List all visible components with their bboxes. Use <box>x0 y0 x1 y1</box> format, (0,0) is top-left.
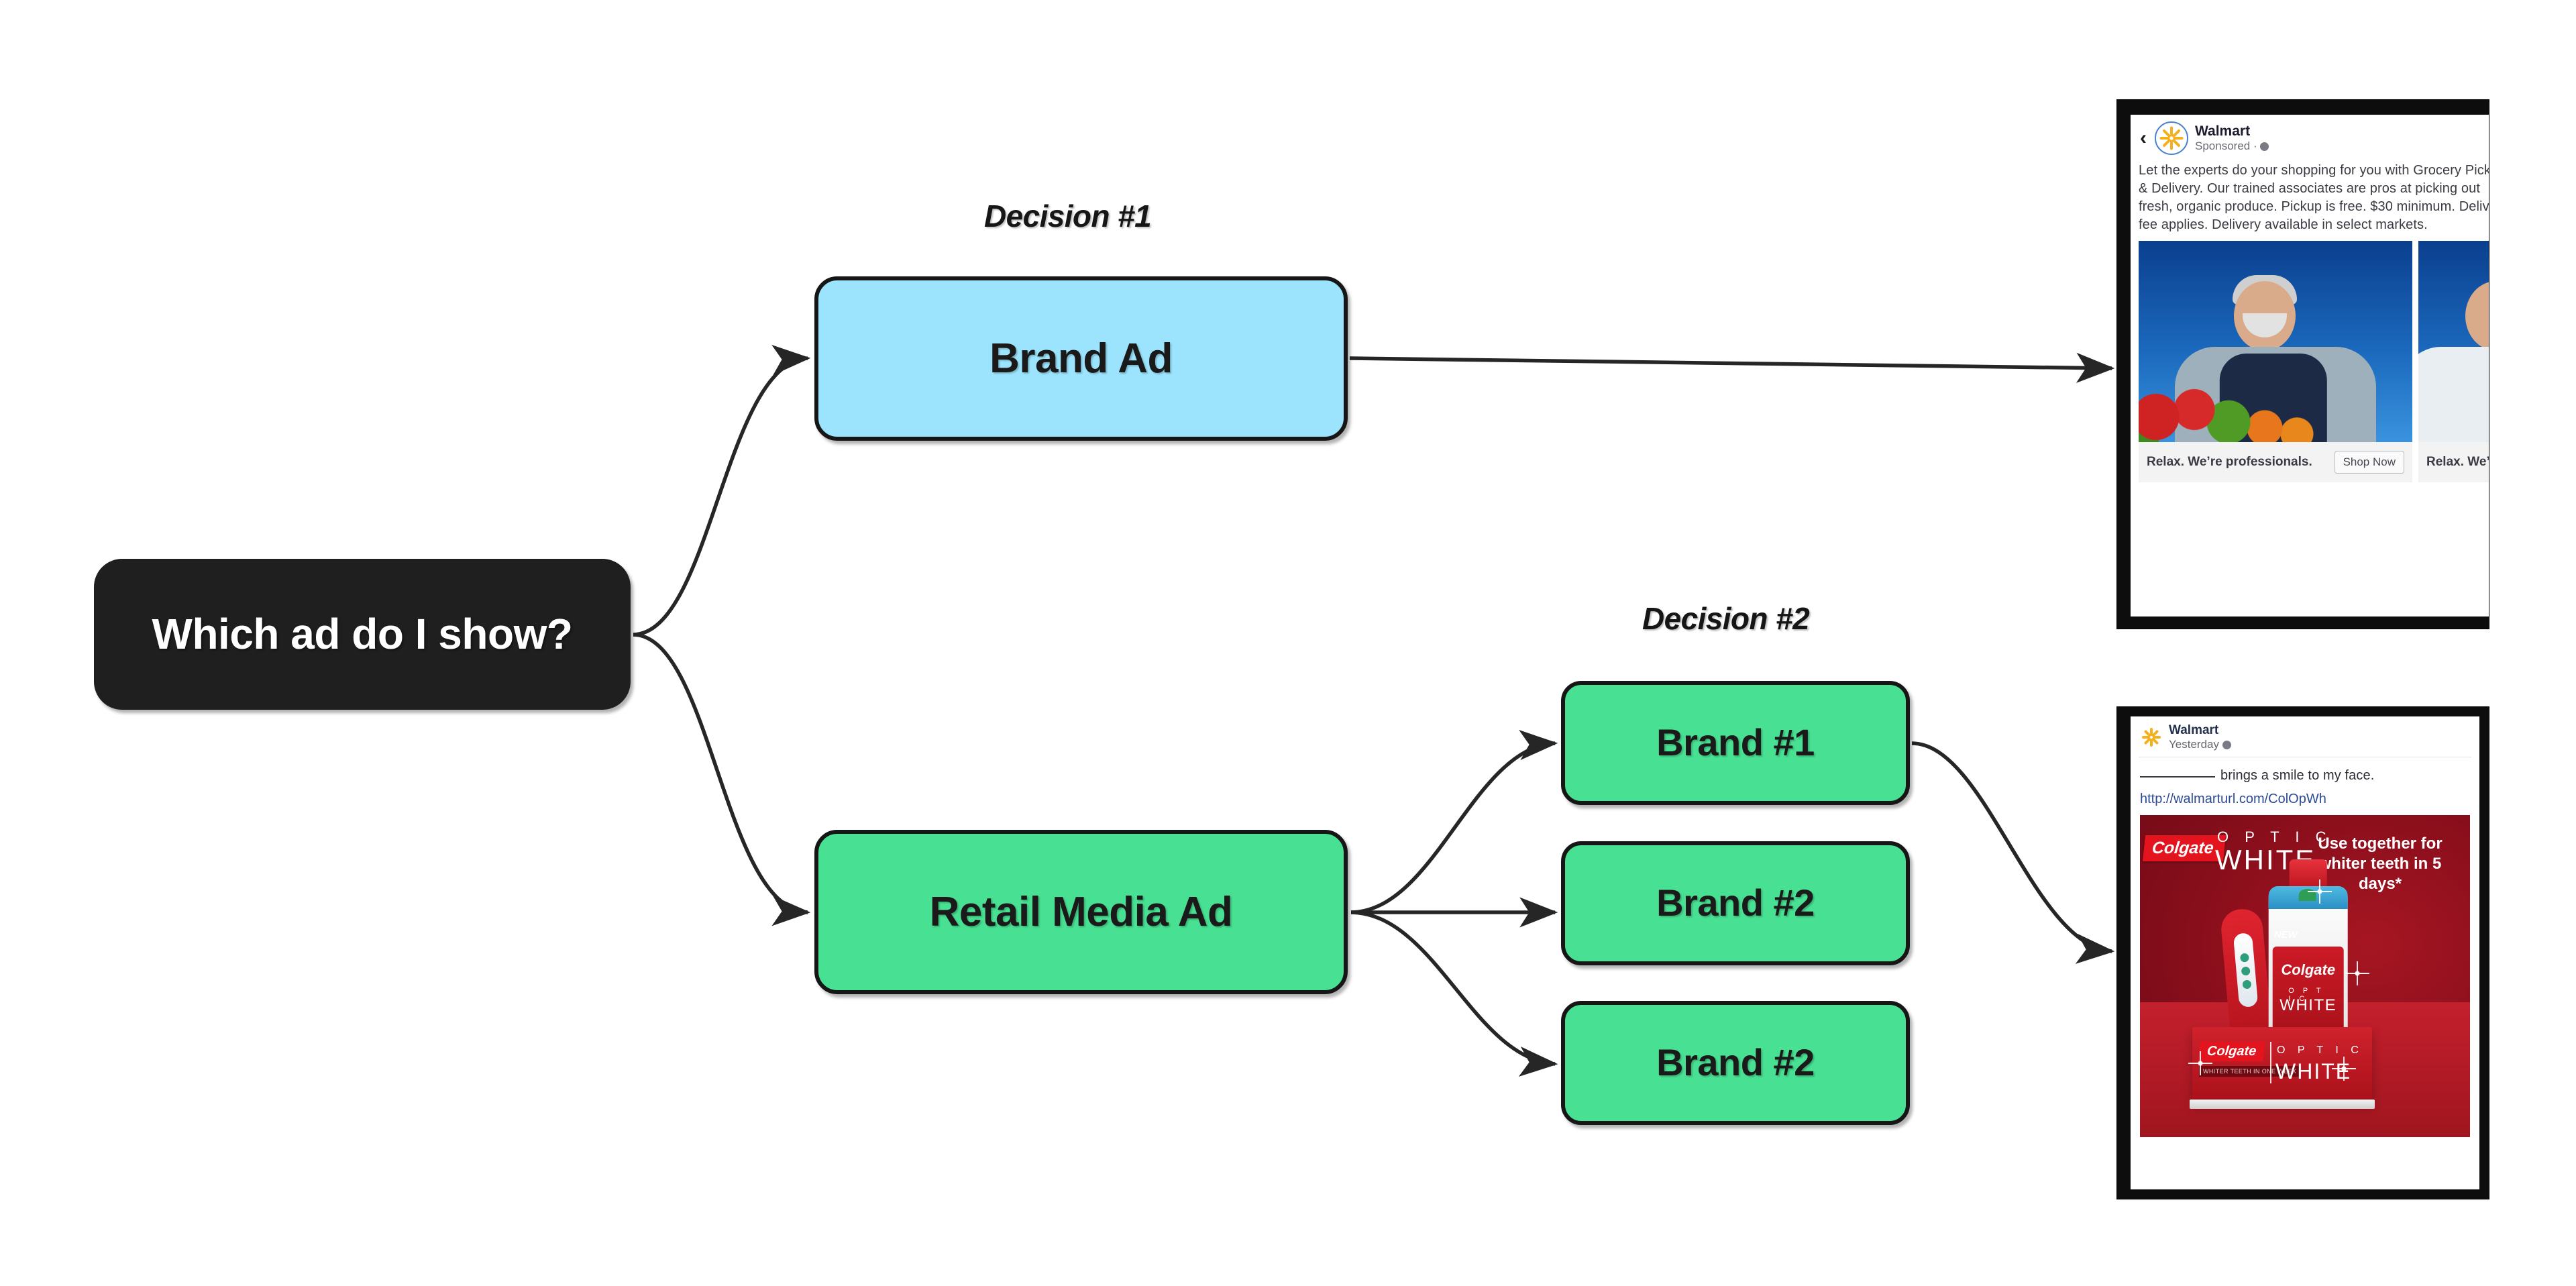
edge-root-to-retail-media-ad <box>633 633 811 926</box>
globe-icon <box>2222 740 2231 749</box>
node-brand-2-first-label: Brand #2 <box>1656 881 1815 924</box>
edge-retail-to-brand-1 <box>1350 730 1558 914</box>
node-brand-2-second[interactable]: Brand #2 <box>1561 1001 1910 1125</box>
colgate-retail-media-ad-screenshot: Walmart Yesterday brings a smile to my f… <box>2116 706 2489 1199</box>
colgate-ad-link[interactable]: http://walmarturl.com/ColOpWh <box>2140 792 2326 807</box>
optic-word: O P T I C <box>2217 828 2332 846</box>
walmart-ad-meta: Sponsored · <box>2195 140 2269 153</box>
walmart-ad-content: ‹ Walmart Sponsored · <box>2131 115 2489 617</box>
colgate-ad-copy: brings a smile to my face. <box>2131 757 2479 788</box>
walmart-ad-card-1-caption-bar: Relax. We’re professionals. Shop Now <box>2139 442 2412 482</box>
globe-icon <box>2259 142 2269 151</box>
walmart-ad-header: ‹ Walmart Sponsored · <box>2131 115 2489 159</box>
walmart-ad-brand-name: Walmart <box>2195 123 2251 139</box>
walmart-ad-card-1[interactable]: Relax. We’re professionals. Shop Now <box>2139 241 2412 482</box>
shop-now-button[interactable]: Shop Now <box>2334 451 2404 474</box>
colgate-logo-badge: Colgate <box>2142 835 2226 862</box>
node-brand-2-first[interactable]: Brand #2 <box>1561 841 1910 965</box>
node-retail-media-ad[interactable]: Retail Media Ad <box>814 830 1348 994</box>
colgate-ad-copy-text: brings a smile to my face. <box>2220 768 2375 784</box>
colgate-ad-brand-name: Walmart <box>2169 723 2219 737</box>
node-brand-ad[interactable]: Brand Ad <box>814 276 1348 441</box>
node-retail-media-ad-label: Retail Media Ad <box>929 888 1233 935</box>
box-white-label: WHITE <box>2275 1059 2352 1084</box>
walmart-ad-card-1-caption: Relax. We’re professionals. <box>2147 454 2312 469</box>
colgate-ad-meta: Yesterday <box>2169 738 2231 751</box>
decision-2-caption: Decision #2 <box>1642 601 1810 636</box>
walmart-brand-ad-screenshot: ‹ Walmart Sponsored · <box>2116 99 2489 629</box>
colgate-ad-header: Walmart Yesterday <box>2131 716 2479 757</box>
walmart-spark-icon <box>2140 726 2163 749</box>
box-colgate-logo: Colgate <box>2198 1042 2265 1062</box>
edge-brand-1-to-colgate-screenshot <box>1911 741 2115 964</box>
walmart-ad-card-2-image <box>2418 241 2489 442</box>
edge-retail-to-brand-2b <box>1350 910 1558 1077</box>
blank-underline <box>2140 776 2215 778</box>
walmart-spark-icon <box>2155 121 2188 155</box>
walmart-ad-card-2-caption-bar: Relax. We’re profes <box>2418 442 2489 482</box>
walmart-ad-sponsored-label: Sponsored · <box>2195 139 2257 152</box>
colgate-ad-content: Walmart Yesterday brings a smile to my f… <box>2131 716 2479 1189</box>
root-node-which-ad[interactable]: Which ad do I show? <box>94 559 631 710</box>
bottle-optic-label: O P T I C <box>2288 987 2324 1004</box>
node-brand-2-second-label: Brand #2 <box>1656 1041 1815 1084</box>
toothpaste-box-product: Colgate WHITER TEETH IN ONE WEEK O P T I… <box>2190 1027 2375 1110</box>
new-flag: NEW <box>2273 929 2298 941</box>
walmart-ad-card-2-caption: Relax. We’re profes <box>2426 454 2489 469</box>
node-brand-1[interactable]: Brand #1 <box>1561 681 1910 805</box>
node-brand-1-label: Brand #1 <box>1656 721 1815 764</box>
walmart-ad-body-text: Let the experts do your shopping for you… <box>2139 163 2489 232</box>
bottle-white-label: WHITE <box>2279 996 2337 1015</box>
box-claim-strip: WHITER TEETH IN ONE WEEK <box>2199 1066 2301 1077</box>
walmart-ad-card-2[interactable]: Relax. We’re profes <box>2418 241 2489 482</box>
walmart-ad-card-1-image <box>2139 241 2412 442</box>
box-optic-label: O P T I C <box>2277 1044 2363 1057</box>
colgate-ad-timestamp: Yesterday <box>2169 737 2219 751</box>
root-node-label: Which ad do I show? <box>152 609 573 658</box>
decision-1-caption: Decision #1 <box>984 199 1152 233</box>
walmart-ad-carousel[interactable]: Relax. We’re professionals. Shop Now Rel… <box>2131 241 2489 482</box>
colgate-ad-creative-image: Colgate O P T I C WHITE Use together for… <box>2140 815 2470 1138</box>
sparkle-icon <box>2345 961 2369 986</box>
edge-root-to-brand-ad <box>633 345 811 637</box>
edge-brand-ad-to-walmart-screenshot <box>1349 352 2115 383</box>
chevron-left-icon[interactable]: ‹ <box>2140 127 2147 149</box>
colgate-ad-tagline: Use together for whiter teeth in 5 days* <box>2318 835 2443 894</box>
node-brand-ad-label: Brand Ad <box>989 335 1173 382</box>
bottle-brand-label: Colgate <box>2281 961 2336 979</box>
